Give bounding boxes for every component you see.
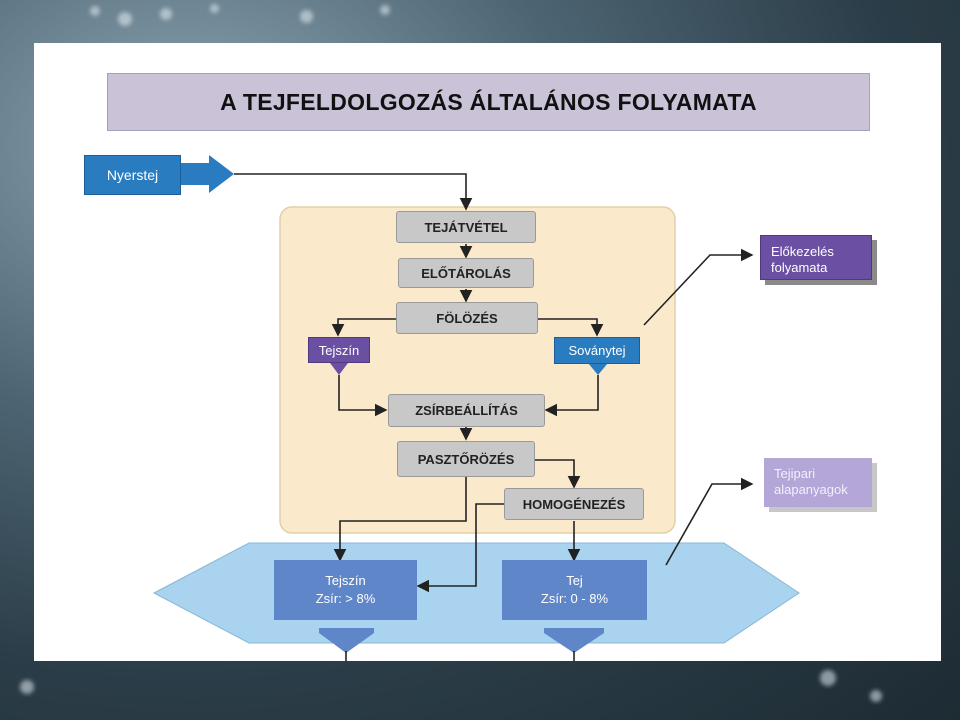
flow-arrow [534,459,581,489]
flow-arrow [416,503,504,593]
background-bokeh [380,5,390,15]
background-bokeh [160,8,172,20]
background-bokeh [210,4,219,13]
split-cream: Tejszín [308,337,370,363]
side-pretreatment: Előkezelés folyamata [760,235,872,280]
step-folozes: FÖLÖZÉS [396,302,538,334]
diagram-title: A TEJFELDOLGOZÁS ÁLTALÁNOS FOLYAMATA [107,73,870,131]
diagram-canvas [152,155,800,661]
background-bokeh [118,12,132,26]
step-homogenezes: HOMOGÉNEZÉS [504,488,644,520]
background-bokeh [90,6,100,16]
background-bokeh [20,680,34,694]
output-cream: Tejszín Zsír: > 8% [274,560,417,620]
flow-arrow [338,375,388,417]
side-connector [643,248,754,326]
flow-arrow [538,318,604,337]
process-area [279,206,676,534]
step-zsirbeallitas: ZSÍRBEÁLLÍTÁS [388,394,545,427]
input-arrow-head [180,155,234,193]
flow-arrow [234,173,473,211]
output-milk-fat: Zsír: 0 - 8% [540,591,609,606]
side-dairy-materials: Tejipari alapanyagok [764,458,872,507]
background-bokeh [300,10,313,23]
step-pasztorozes: PASZTŐRÖZÉS [397,441,535,477]
step-elotarolas: ELŐTÁROLÁS [398,258,534,288]
flow-arrow [331,318,397,337]
cream-arrow-head [330,363,348,375]
input-raw-milk: Nyerstej [84,155,181,195]
side-connector [665,477,754,566]
background-bokeh [820,670,836,686]
output-cream-name: Tejszín [325,573,366,589]
cream-output-arrow [319,628,374,653]
flow-arrow [333,477,467,562]
skim-arrow-head [588,363,608,375]
output-milk-name: Tej [566,573,583,589]
flow-arrow [544,375,599,417]
output-milk: Tej Zsír: 0 - 8% [502,560,647,620]
slide: A TEJFELDOLGOZÁS ÁLTALÁNOS FOLYAMATA Nye… [34,43,941,661]
output-cream-fat: Zsír: > 8% [315,591,376,606]
split-skim-milk: Soványtej [554,337,640,364]
step-tejatvetel: TEJÁTVÉTEL [396,211,536,243]
background-bokeh [870,690,882,702]
milk-output-arrow [544,628,604,653]
